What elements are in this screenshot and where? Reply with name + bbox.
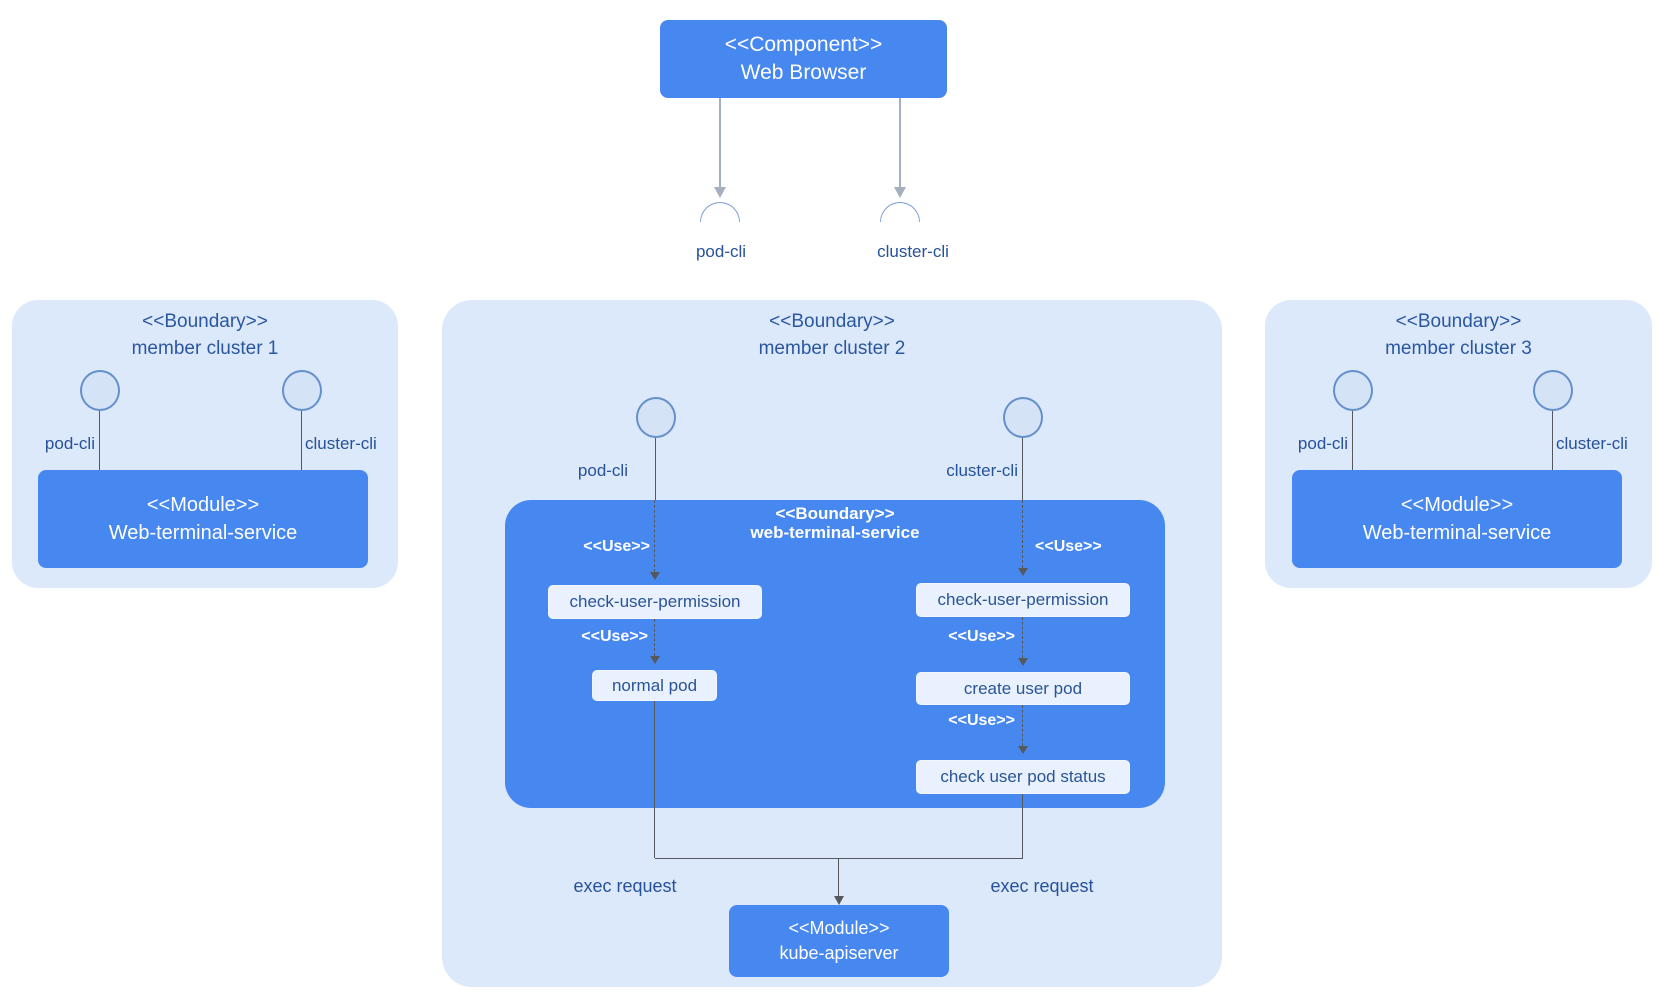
kube-apiserver-module-node: <<Module>> kube-apiserver	[729, 905, 949, 977]
module-name: kube-apiserver	[779, 943, 899, 963]
use-dependency-line	[1022, 617, 1023, 658]
boundary-name: member cluster 3	[1385, 338, 1532, 359]
check-user-permission-box: check-user-permission	[548, 585, 762, 619]
boundary-web-terminal-service	[505, 500, 1165, 808]
exec-request-label: exec request	[573, 876, 677, 896]
arrowhead-icon	[834, 896, 844, 905]
module-stereotype: <<Module>>	[146, 494, 260, 516]
arrowhead-icon	[650, 656, 660, 664]
interface-label: cluster-cli	[877, 242, 949, 261]
module-name: Web-terminal-service	[1362, 522, 1552, 544]
provided-interface-icon	[636, 397, 676, 438]
use-label: <<Use>>	[583, 538, 650, 555]
normal-pod-box: normal pod	[592, 670, 717, 701]
exec-request-line	[838, 858, 839, 897]
use-label: <<Use>>	[1035, 538, 1102, 555]
check-user-pod-status-box: check user pod status	[916, 760, 1130, 794]
module-stereotype: <<Module>>	[788, 918, 890, 938]
connector-line	[899, 98, 901, 187]
interface-stem-line	[99, 411, 100, 470]
provided-interface-icon	[1333, 370, 1373, 411]
socket-interface-icon	[880, 202, 920, 222]
arrowhead-icon	[1018, 568, 1028, 576]
interface-stem-line	[1552, 411, 1553, 470]
exec-request-junction-line	[655, 858, 1023, 859]
exec-request-line	[654, 701, 655, 858]
provided-interface-icon	[1003, 397, 1043, 438]
interface-label: pod-cli	[577, 461, 628, 480]
inner-boundary-name: web-terminal-service	[750, 523, 920, 542]
module-stereotype: <<Module>>	[1400, 494, 1514, 516]
interface-label: pod-cli	[1297, 434, 1348, 453]
interface-stem-line	[301, 411, 302, 470]
use-dependency-line	[1022, 705, 1023, 746]
component-stereotype: <<Component>>	[724, 33, 883, 56]
boundary-name: member cluster 1	[131, 338, 279, 359]
web-browser-node: <<Component>> Web Browser	[660, 20, 947, 98]
boundary-stereotype: <<Boundary>>	[142, 311, 268, 332]
socket-interface-icon	[700, 202, 740, 222]
boundary-stereotype: <<Boundary>>	[1395, 311, 1522, 332]
use-dependency-line	[654, 500, 655, 572]
interface-stem-line	[1352, 411, 1353, 470]
interface-stem-line	[1022, 438, 1023, 500]
use-dependency-line	[654, 619, 655, 656]
interface-label: pod-cli	[695, 242, 747, 261]
create-user-pod-box: create user pod	[916, 672, 1130, 705]
provided-interface-icon	[1533, 370, 1573, 411]
module-name: Web-terminal-service	[108, 522, 298, 544]
inner-boundary-stereotype: <<Boundary>>	[775, 504, 895, 523]
arrowhead-icon	[1018, 746, 1028, 754]
boundary-stereotype: <<Boundary>>	[769, 311, 895, 332]
web-terminal-service-module-node: <<Module>> Web-terminal-service	[1292, 470, 1622, 568]
use-label: <<Use>>	[581, 628, 648, 645]
check-user-permission-box: check-user-permission	[916, 583, 1130, 617]
use-label: <<Use>>	[948, 628, 1015, 645]
interface-label: pod-cli	[44, 434, 95, 453]
exec-request-label: exec request	[990, 876, 1094, 896]
provided-interface-icon	[282, 370, 322, 411]
boundary-name: member cluster 2	[758, 338, 906, 359]
use-dependency-line	[1022, 500, 1023, 568]
interface-label: cluster-cli	[305, 434, 377, 453]
use-label: <<Use>>	[948, 712, 1015, 729]
arrowhead-icon	[650, 572, 660, 580]
connector-line	[719, 98, 721, 187]
interface-label: cluster-cli	[1556, 434, 1628, 453]
exec-request-line	[1022, 794, 1023, 858]
interface-label: cluster-cli	[946, 461, 1018, 480]
arrowhead-icon	[714, 187, 726, 198]
provided-interface-icon	[80, 370, 120, 411]
arrowhead-icon	[1018, 658, 1028, 666]
arrowhead-icon	[894, 187, 906, 198]
component-name: Web Browser	[740, 61, 867, 84]
web-terminal-service-module-node: <<Module>> Web-terminal-service	[38, 470, 368, 568]
interface-stem-line	[655, 438, 656, 500]
